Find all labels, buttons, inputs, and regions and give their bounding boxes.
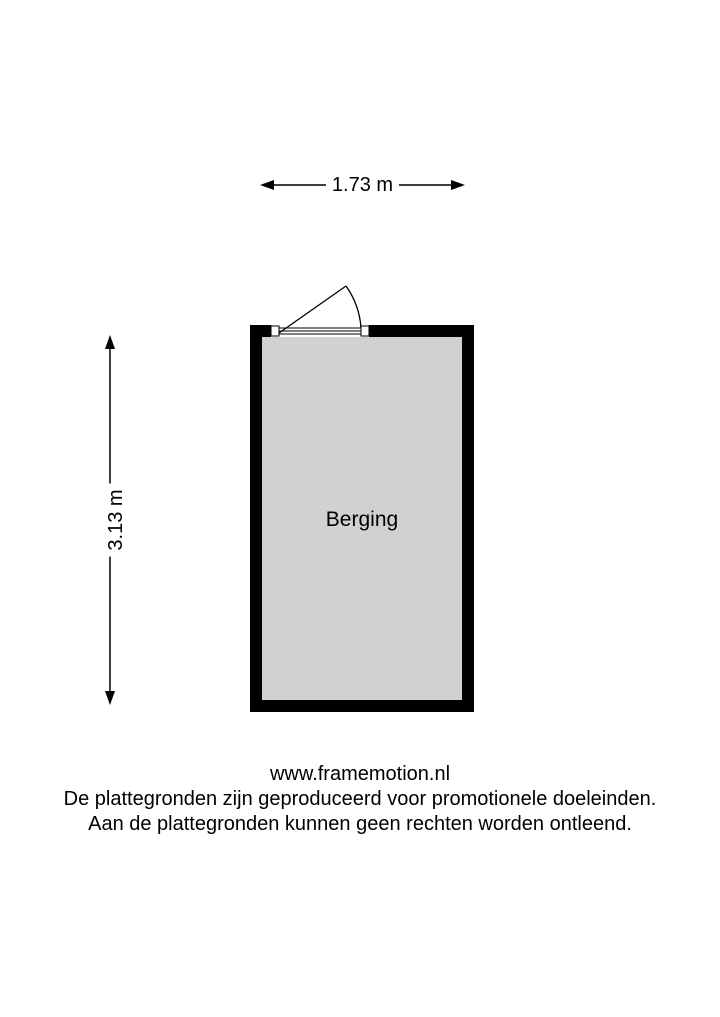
room-berging [250,285,474,712]
footer-disclaimer-1: De plattegronden zijn geproduceerd voor … [63,788,657,810]
height-dimension-label: 3.13 m [105,483,127,557]
width-dimension-label: 1.73 m [325,174,400,196]
footer-url[interactable]: www.framemotion.nl [269,763,451,785]
room-walls [250,285,474,712]
footer-disclaimer-2: Aan de plattegronden kunnen geen rechten… [88,813,632,835]
room-label: Berging [325,508,399,531]
door-swing-icon [278,285,362,334]
footer: www.framemotion.nl De plattegronden zijn… [0,762,720,837]
width-dimension: 1.73 m [260,172,465,198]
